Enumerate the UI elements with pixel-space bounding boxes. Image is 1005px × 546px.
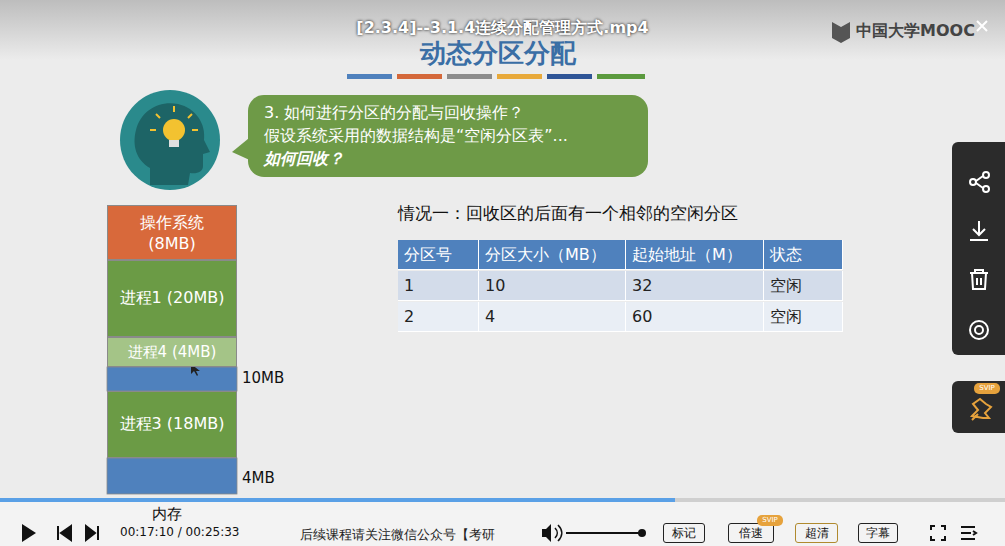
os-partition: 操作系统 (8MB): [107, 205, 237, 260]
speech-bubble: 3. 如何进行分区的分配与回收操作？假设系统采用的数据结构是“空闲分区表”...…: [248, 95, 648, 177]
table-header-cell: 起始地址（M）: [626, 240, 764, 270]
bubble-text: 如何回收？: [264, 147, 344, 170]
circle-icon: [975, 326, 983, 334]
volume-icon: [542, 524, 551, 542]
watermark: 后续课程请关注微信公众号【考研: [300, 526, 495, 544]
control-bar: [0, 502, 1005, 546]
quality-button: 超清: [795, 523, 838, 543]
size-label: 4MB: [242, 469, 275, 487]
time-display: 00:17:10 / 00:25:33: [120, 525, 239, 539]
mark-button: 标记: [663, 523, 705, 543]
side-panel: [952, 142, 1005, 355]
delete-icon: [970, 270, 988, 289]
process-partition: 进程4 (4MB): [107, 337, 237, 367]
table-header-cell: 分区号: [398, 240, 479, 270]
speed-button: 倍速: [728, 523, 774, 543]
table-cell: 32: [626, 271, 764, 301]
table-cell: 1: [398, 271, 479, 301]
fullscreen-icon: [931, 526, 945, 540]
video-title: [2.3.4]--3.1.4连续分配管理方式.mp4: [300, 18, 705, 39]
next-icon: [86, 526, 98, 540]
lightbulb: [163, 119, 185, 141]
bubble-text: 假设系统采用的数据结构是“空闲分区表”...: [264, 124, 568, 147]
table-cell: 2: [398, 302, 479, 332]
share-icon: [983, 186, 989, 192]
progress-track: [0, 498, 1005, 502]
play-icon: [22, 524, 36, 542]
memory-label: 内存: [152, 505, 182, 524]
table-cell: 空闲: [764, 302, 843, 332]
download-icon: [970, 221, 988, 240]
node-text: 操作系统 (8MB): [132, 213, 212, 253]
process-partition: 进程3 (18MB): [107, 391, 237, 458]
node-text: 进程3 (18MB): [120, 414, 225, 435]
pin-panel: [952, 381, 1005, 433]
prev-icon: [58, 526, 71, 540]
node-text: SVIP: [762, 517, 778, 524]
head-silhouette: [135, 103, 210, 185]
volume-slider: [566, 532, 642, 534]
subtitle-button: 字幕: [858, 523, 898, 543]
table-header-cell: 状态: [764, 240, 843, 270]
share-icon: [970, 179, 976, 185]
free-partition: [107, 367, 237, 391]
node-text: 倍速: [739, 525, 763, 542]
slide-title: 动态分区分配: [380, 36, 616, 71]
table-cell: 10: [479, 271, 626, 301]
light-rays: [150, 106, 198, 130]
process-partition: 进程1 (20MB): [107, 260, 237, 337]
table-header-cell: 分区大小（MB）: [479, 240, 626, 270]
lightbulb-base: [169, 140, 179, 147]
circle-icon: [970, 321, 988, 339]
bubble-text: 3. 如何进行分区的分配与回收操作？: [264, 101, 524, 124]
table-cell: 空闲: [764, 271, 843, 301]
side-icons: [970, 172, 989, 339]
svip-badge: SVIP: [757, 515, 783, 526]
color-bar: [547, 74, 592, 79]
color-bar: [497, 74, 542, 79]
node-text: SVIP: [979, 385, 995, 392]
node-text: 字幕: [866, 525, 890, 542]
mooc-logo: [832, 22, 850, 43]
table-cell: 60: [626, 302, 764, 332]
color-bar: [597, 74, 645, 79]
head-icon: [120, 90, 220, 190]
playlist-icon: [961, 527, 976, 539]
color-bar: [447, 74, 492, 79]
volume-knob: [638, 529, 646, 537]
node-text: 进程1 (20MB): [120, 288, 225, 309]
node-text: 标记: [672, 525, 696, 542]
share-icon: [983, 172, 989, 178]
progress-played: [0, 498, 675, 502]
share-icon: [976, 176, 983, 188]
free-partition: [107, 458, 237, 494]
svip-badge: SVIP: [974, 383, 1000, 394]
case-heading: 情况一：回收区的后面有一个相邻的空闲分区: [398, 202, 738, 225]
pin-icon: [972, 399, 991, 420]
close-icon: [977, 21, 987, 31]
site-logo: 中国大学MOOC: [856, 21, 975, 42]
size-label: 10MB: [242, 369, 284, 387]
color-bar: [347, 74, 392, 79]
table-cell: 4: [479, 302, 626, 332]
volume-icon: [555, 525, 562, 541]
color-bar: [397, 74, 442, 79]
node-text: 超清: [805, 525, 829, 542]
node-text: 进程4 (4MB): [128, 343, 217, 362]
